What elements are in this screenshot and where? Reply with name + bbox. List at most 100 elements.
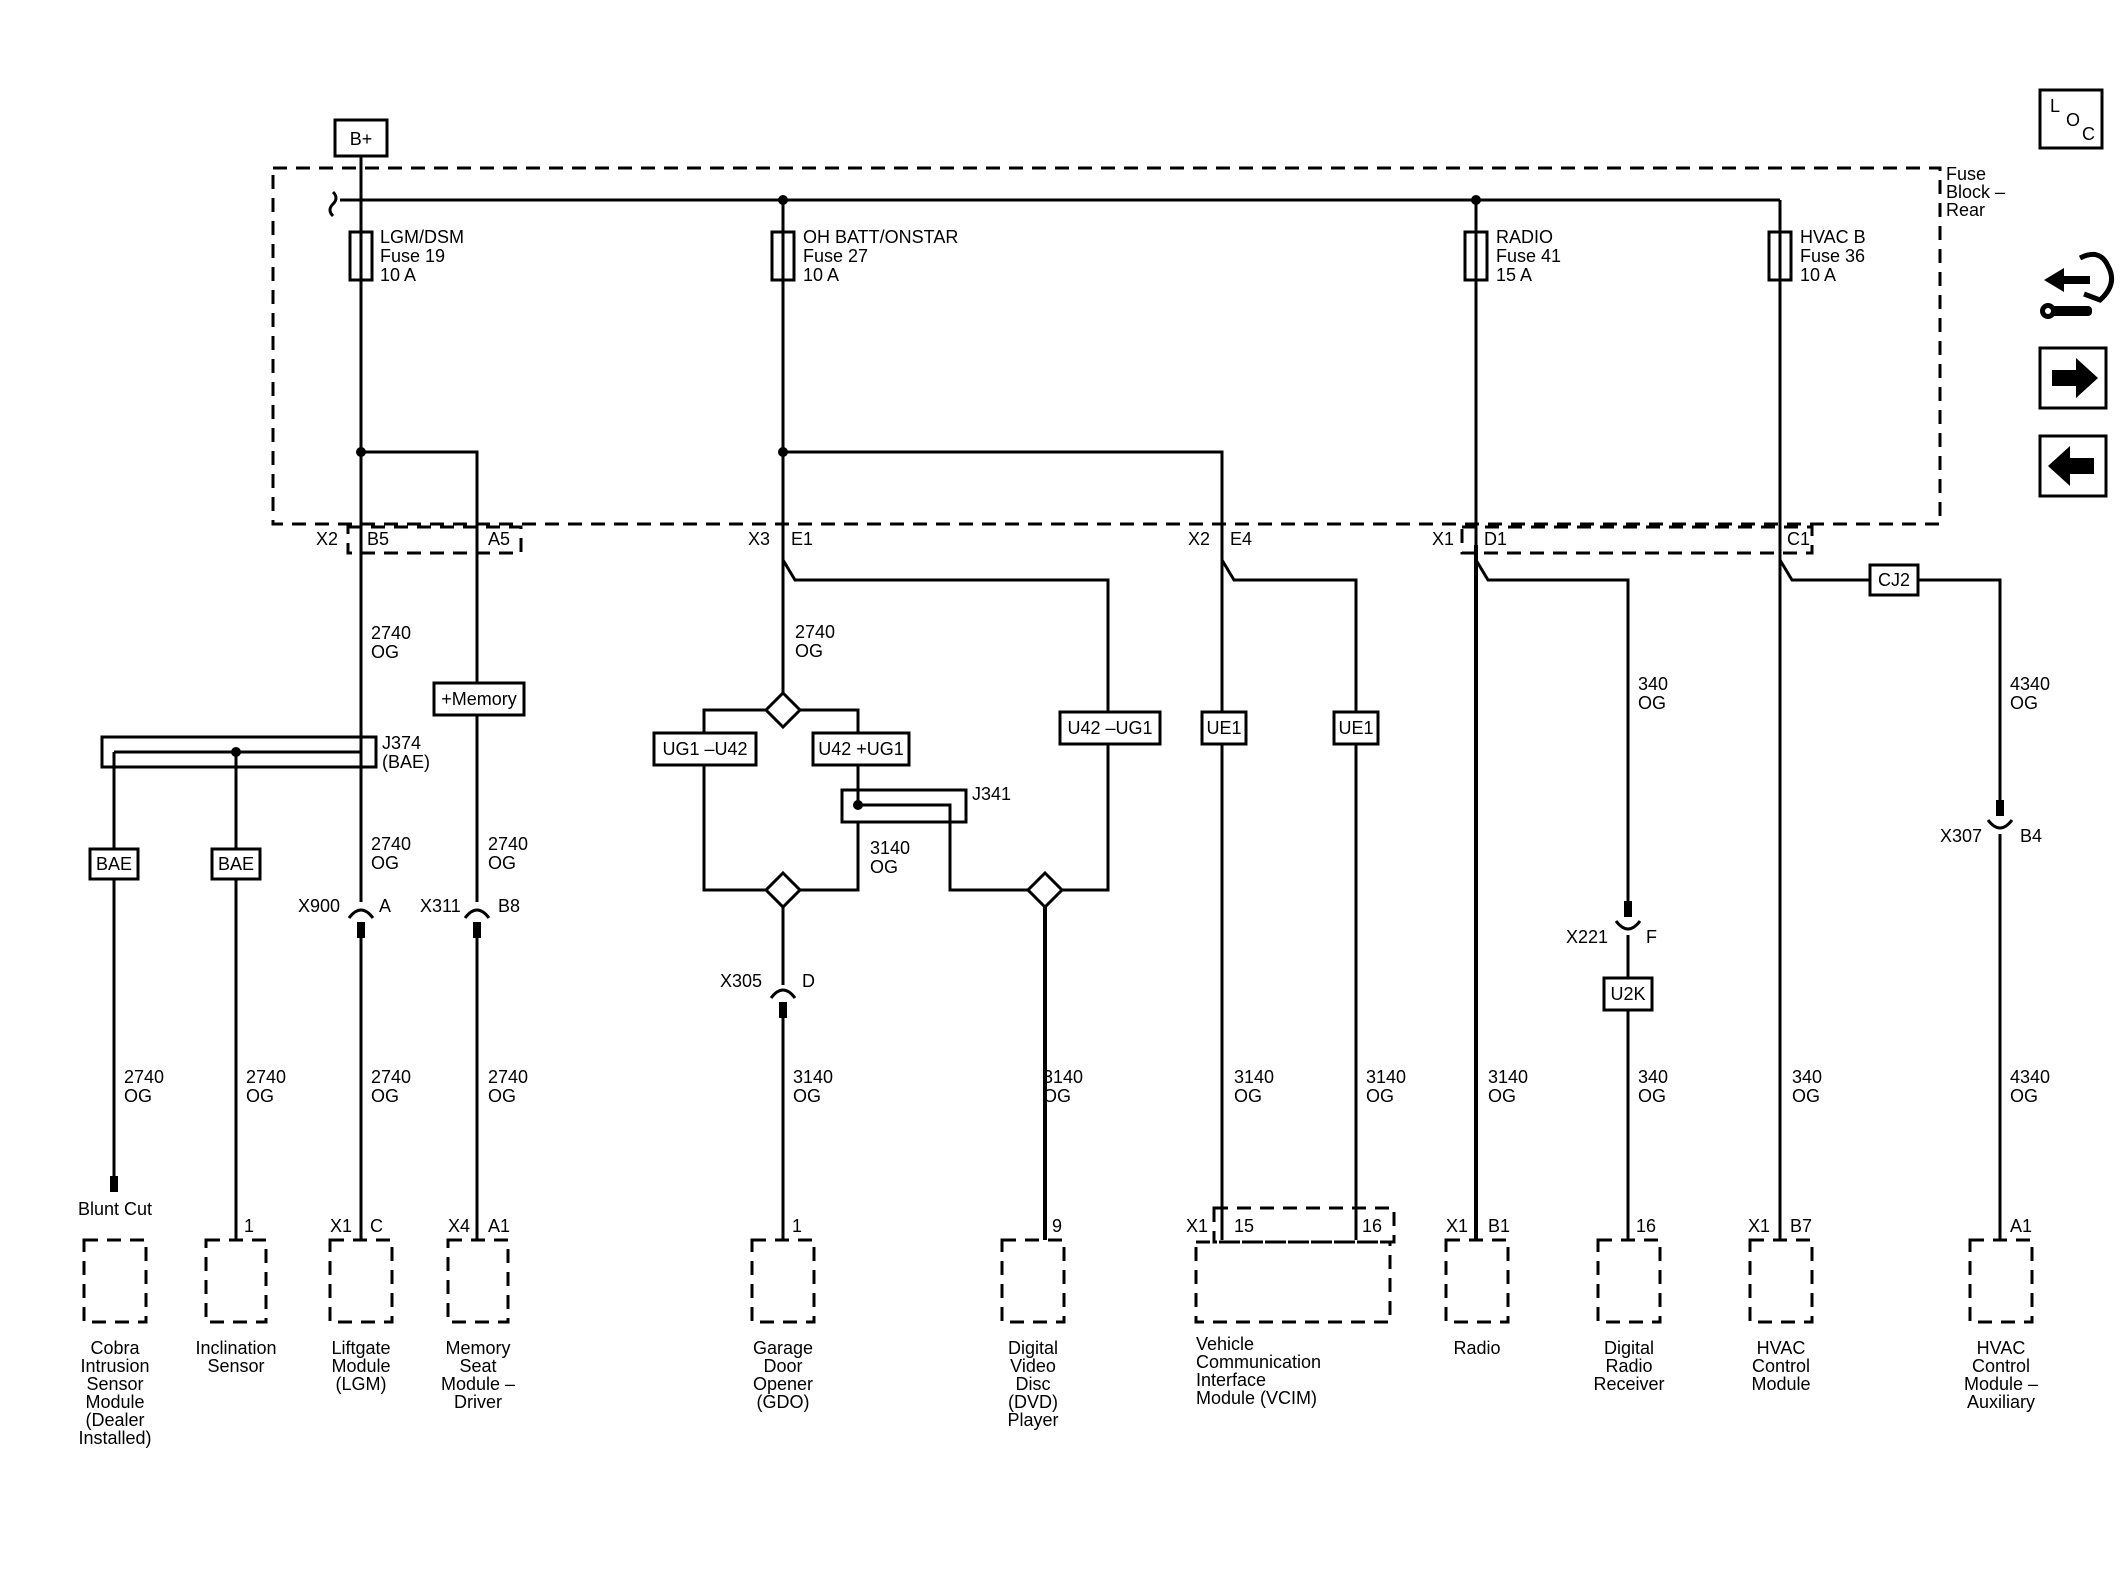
loc-letter-c: C (2082, 124, 2095, 144)
option-box-u42-ug1 (811, 731, 911, 767)
connector-id: X2 (1188, 529, 1210, 549)
module-name-line: Liftgate (331, 1338, 390, 1358)
wire-color: OG (124, 1086, 152, 1106)
pin-id: C1 (1787, 529, 1810, 549)
module-outline-gdo (750, 1238, 816, 1324)
option-diamond (1025, 870, 1065, 910)
connector-id: X1 (1432, 529, 1454, 549)
fuse-number: Fuse 27 (803, 246, 868, 266)
wire-color: OG (1043, 1086, 1071, 1106)
connector-id: X221 (1566, 927, 1608, 947)
fuse-rating: 15 A (1496, 265, 1532, 285)
connector-id: X1 (1446, 1216, 1468, 1236)
wire-circuit: 2740 (488, 834, 528, 854)
module-outline-dvd (1000, 1238, 1066, 1324)
wire-circuit: 2740 (246, 1067, 286, 1087)
module-garage-door-opener: Garage Door Opener (GDO) (753, 1338, 813, 1412)
wire-color: OG (2010, 693, 2038, 713)
pin-id: B8 (498, 896, 520, 916)
connector-id: X900 (298, 896, 340, 916)
module-vcim: Vehicle Communication Interface Module (… (1196, 1334, 1321, 1408)
pin-id: 16 (1362, 1216, 1382, 1236)
wire-circuit: 2740 (124, 1067, 164, 1087)
wire-circuit: 3140 (793, 1067, 833, 1087)
module-outline-radio (1444, 1238, 1510, 1324)
wire-circuit: 4340 (2010, 674, 2050, 694)
pin-id: A1 (2010, 1216, 2032, 1236)
splice-j341: J341 (840, 765, 1028, 892)
module-name-line: Communication (1196, 1352, 1321, 1372)
pin-id: B7 (1790, 1216, 1812, 1236)
wire-color: OG (1792, 1086, 1820, 1106)
connector-id: X305 (720, 971, 762, 991)
option-label: +Memory (441, 689, 517, 709)
wire-circuit: 2740 (371, 834, 411, 854)
wire-color: OG (1234, 1086, 1262, 1106)
module-name-line: Memory (445, 1338, 510, 1358)
module-name-line: Player (1007, 1410, 1058, 1430)
previous-page-button[interactable] (2038, 434, 2108, 498)
inline-connector-x311: X311 B8 (420, 896, 520, 938)
module-name-line: HVAC (1977, 1338, 2026, 1358)
pin-id: A5 (488, 529, 510, 549)
wire-color: OG (488, 853, 516, 873)
option-diamond (763, 690, 803, 730)
module-name-line: Cobra (90, 1338, 140, 1358)
wire-color: OG (870, 857, 898, 877)
module-name-line: (DVD) (1008, 1392, 1058, 1412)
module-name-line: Vehicle (1196, 1334, 1254, 1354)
module-name-line: Module – (1964, 1374, 2038, 1394)
pin-id: 15 (1234, 1216, 1254, 1236)
pin-id: 16 (1636, 1216, 1656, 1236)
wire-circuit: 2740 (371, 623, 411, 643)
pin-id: 1 (792, 1216, 802, 1236)
module-name-line: Sensor (207, 1356, 264, 1376)
wire-color: OG (488, 1086, 516, 1106)
connector-id: X311 (420, 896, 461, 916)
pin-id: C (370, 1216, 383, 1236)
fuse-oh-batt-onstar: OH BATT/ONSTAR Fuse 27 10 A (770, 200, 958, 285)
fuse-block-label-line-1: Fuse (1946, 164, 1986, 184)
wire-circuit: 4340 (2010, 1067, 2050, 1087)
fuse-block-label-line-2: Block – (1946, 182, 2005, 202)
inline-connector-x307: X307 B4 (1940, 800, 2042, 846)
connector-outline-vcim (1212, 1206, 1396, 1244)
module-name-line: Sensor (86, 1374, 143, 1394)
module-name-line: Module – (441, 1374, 515, 1394)
fuse-rating: 10 A (803, 265, 839, 285)
connector-id: X1 (330, 1216, 352, 1236)
wire-circuit: 2740 (795, 622, 835, 642)
wire-circuit: 3140 (1366, 1067, 1406, 1087)
module-name-line: Module (85, 1392, 144, 1412)
pin-id: E1 (791, 529, 813, 549)
option-box-ug1-u42 (652, 731, 758, 767)
connector-end-view-button[interactable] (2040, 251, 2115, 319)
module-name-line: Inclination (195, 1338, 276, 1358)
pin-id: D1 (1484, 529, 1507, 549)
location-view-button[interactable]: L O C (2038, 88, 2104, 150)
option-label: BAE (96, 854, 132, 874)
option-box-ue1 (1200, 710, 1248, 746)
loc-letter-o: O (2066, 110, 2080, 130)
next-page-button[interactable] (2038, 346, 2108, 410)
option-box-u2k (1602, 976, 1654, 1012)
option-box-memory (432, 681, 526, 717)
option-box-ue1 (1332, 710, 1380, 746)
option-box-u42-minus-ug1 (1058, 710, 1162, 746)
module-outline-memory-seat (446, 1238, 510, 1324)
module-hvac-control-auxiliary: HVAC Control Module – Auxiliary (1964, 1338, 2038, 1412)
pin-id: 9 (1052, 1216, 1062, 1236)
module-name-line: Garage (753, 1338, 813, 1358)
fuse-name: HVAC B (1800, 227, 1866, 247)
wire-color: OG (2010, 1086, 2038, 1106)
inline-connector-x305: X305 D (720, 971, 815, 1018)
module-name-line: Radio (1453, 1338, 1500, 1358)
fuse-name: LGM/DSM (380, 227, 464, 247)
wire-color: OG (1638, 1086, 1666, 1106)
wire-color: OG (793, 1086, 821, 1106)
module-name-line: Opener (753, 1374, 813, 1394)
arrow-right-icon (2052, 358, 2098, 398)
option-label: U42 +UG1 (818, 739, 904, 759)
module-liftgate: Liftgate Module (LGM) (331, 1338, 390, 1394)
